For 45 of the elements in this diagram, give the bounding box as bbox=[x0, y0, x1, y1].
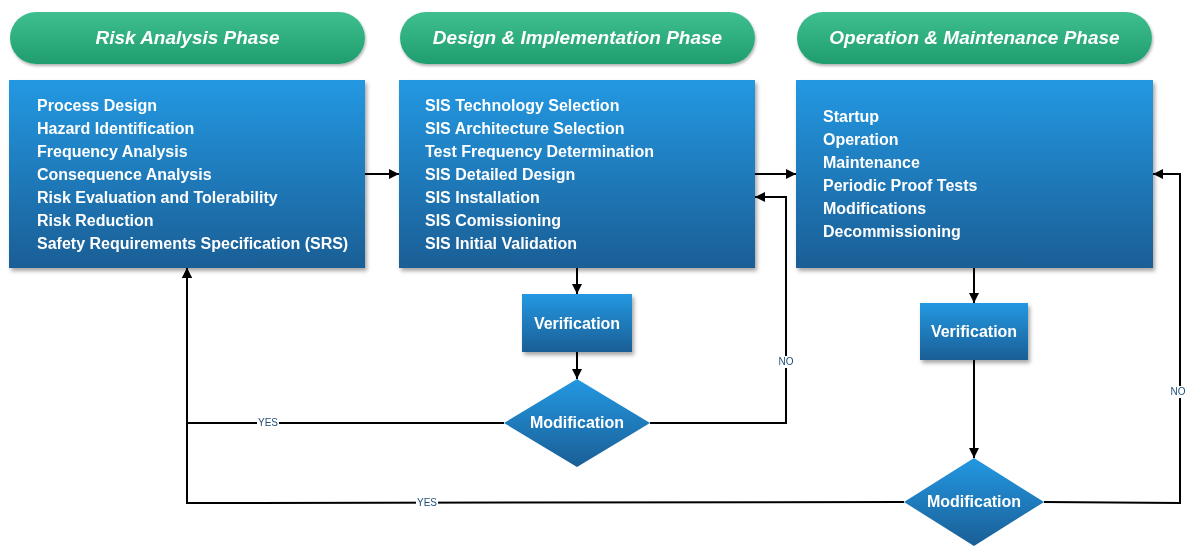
arrow bbox=[364, 169, 400, 179]
process-box bbox=[399, 80, 755, 268]
activity-text: Frequency Analysis bbox=[37, 141, 188, 162]
activity-text: Modifications bbox=[823, 199, 927, 219]
arrow bbox=[572, 351, 582, 380]
decision-label: Modification bbox=[926, 493, 1022, 511]
activity-text: SIS Technology Selection bbox=[425, 95, 620, 116]
edge-label: NO bbox=[777, 356, 795, 368]
process-box bbox=[9, 80, 365, 268]
activity-text: Operation bbox=[823, 130, 899, 150]
arrow bbox=[1043, 169, 1181, 504]
activity-text: Decommissioning bbox=[823, 222, 961, 242]
activity-text: Startup bbox=[823, 107, 879, 127]
activity-text: Risk Evaluation and Tolerability bbox=[37, 187, 278, 208]
verification-box bbox=[920, 303, 1028, 360]
arrow bbox=[182, 267, 905, 504]
box-label: Verification bbox=[930, 322, 1018, 342]
decision-label: Modification bbox=[529, 414, 625, 432]
activity-text: Test Frequency Determination bbox=[425, 141, 655, 162]
activity-text: Consequence Analysis bbox=[37, 164, 212, 185]
activity-text: Safety Requirements Specification (SRS) bbox=[37, 233, 349, 254]
arrow bbox=[649, 192, 787, 424]
edge-label: YES bbox=[257, 417, 279, 429]
edge-label: YES bbox=[416, 497, 438, 509]
verification-box bbox=[522, 294, 632, 352]
box-label: Verification bbox=[533, 313, 621, 334]
activity-text: SIS Installation bbox=[425, 187, 540, 208]
activity-text: SIS Comissioning bbox=[425, 210, 561, 231]
activity-text: Periodic Proof Tests bbox=[823, 176, 978, 196]
phase-pill: Design & Implementation Phase bbox=[400, 12, 755, 64]
arrow bbox=[969, 359, 979, 459]
arrow bbox=[969, 267, 979, 304]
activity-text: Process Design bbox=[37, 95, 158, 116]
edge-label: NO bbox=[1169, 386, 1187, 398]
arrow bbox=[754, 169, 797, 179]
activity-text: SIS Architecture Selection bbox=[425, 118, 625, 139]
phase-pill: Risk Analysis Phase bbox=[10, 12, 365, 64]
arrow bbox=[572, 267, 582, 295]
activity-text: SIS Initial Validation bbox=[425, 233, 578, 254]
activity-text: Hazard Identification bbox=[37, 118, 195, 139]
activity-text: Maintenance bbox=[823, 153, 920, 173]
process-box bbox=[796, 80, 1153, 268]
phase-pill: Operation & Maintenance Phase bbox=[797, 12, 1152, 64]
activity-text: Risk Reduction bbox=[37, 210, 154, 231]
activity-text: SIS Detailed Design bbox=[425, 164, 576, 185]
